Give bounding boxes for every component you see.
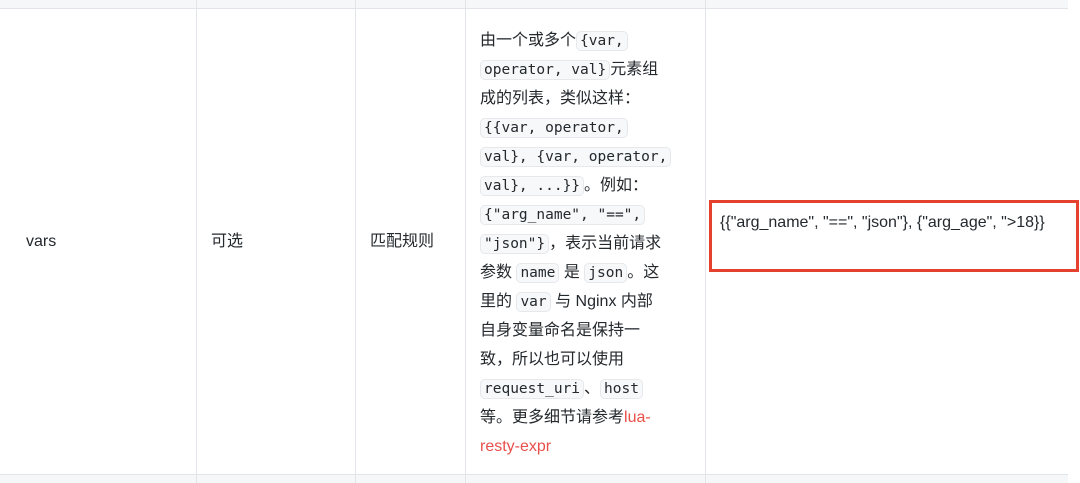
column-divider	[705, 0, 706, 483]
param-required: 可选	[211, 233, 244, 250]
description-text: 是	[559, 264, 585, 281]
description-line: val}, ...}}。例如：	[480, 171, 695, 200]
description-text: 等。更多细节请参考	[480, 409, 625, 426]
lua-resty-expr-link[interactable]: lua-	[624, 409, 651, 426]
row-divider	[0, 474, 1068, 475]
description-text: 参数	[480, 264, 517, 281]
description-text: ，表示当前请求	[549, 235, 662, 252]
description-text: 成的列表，类似这样：	[480, 90, 641, 107]
description-line: {"arg_name", "==",	[480, 200, 695, 229]
column-divider	[196, 0, 197, 483]
description-line: 自身变量命名是保持一	[480, 316, 695, 345]
description-text: 、	[584, 380, 601, 397]
inline-code: val}, ...}}	[480, 176, 585, 196]
inline-code: "json"}	[480, 234, 550, 254]
next-row	[0, 474, 1068, 483]
column-divider	[465, 0, 466, 483]
description-line: operator, val}元素组	[480, 55, 695, 84]
description-line: 成的列表，类似这样：	[480, 84, 695, 113]
highlighted-example: {{"arg_name", "==", "json"}, {"arg_age",…	[709, 200, 1079, 272]
inline-code: {{var, operator,	[480, 118, 628, 138]
description-line: request_uri、host	[480, 374, 695, 403]
description-text: 里的	[480, 293, 517, 310]
description-text: 。例如：	[584, 177, 649, 194]
param-example: {{"arg_name", "==", "json"}, {"arg_age",…	[720, 214, 1045, 231]
description-text: 元素组	[610, 61, 659, 78]
description-text: 由一个或多个	[480, 32, 577, 49]
param-name: vars	[26, 233, 57, 250]
description-line: 里的 var 与 Nginx 内部	[480, 287, 695, 316]
description-line: {{var, operator,	[480, 113, 695, 142]
previous-row	[0, 0, 1068, 8]
lua-resty-expr-link[interactable]: resty-expr	[480, 438, 552, 455]
row-divider	[0, 8, 1068, 9]
description-line: resty-expr	[480, 432, 695, 461]
param-description: 由一个或多个{var,operator, val}元素组成的列表，类似这样：{{…	[480, 26, 695, 461]
description-text: 自身变量命名是保持一	[480, 322, 641, 339]
inline-code: request_uri	[480, 379, 585, 399]
description-line: val}, {var, operator,	[480, 142, 695, 171]
inline-code: operator, val}	[480, 60, 611, 80]
description-text: 。这	[627, 264, 660, 281]
column-divider	[355, 0, 356, 483]
description-line: 等。更多细节请参考lua-	[480, 403, 695, 432]
description-text: 致，所以也可以使用	[480, 351, 625, 368]
description-line: "json"}，表示当前请求	[480, 229, 695, 258]
description-text: 与 Nginx 内部	[550, 293, 653, 310]
param-type: 匹配规则	[370, 233, 435, 250]
description-line: 由一个或多个{var,	[480, 26, 695, 55]
inline-code: {var,	[576, 31, 628, 51]
inline-code: name	[516, 263, 560, 283]
inline-code: host	[600, 379, 643, 399]
inline-code: {"arg_name", "==",	[480, 205, 646, 225]
description-line: 参数 name 是 json。这	[480, 258, 695, 287]
inline-code: json	[584, 263, 628, 283]
inline-code: val}, {var, operator,	[480, 147, 672, 167]
inline-code: var	[516, 292, 551, 312]
description-line: 致，所以也可以使用	[480, 345, 695, 374]
